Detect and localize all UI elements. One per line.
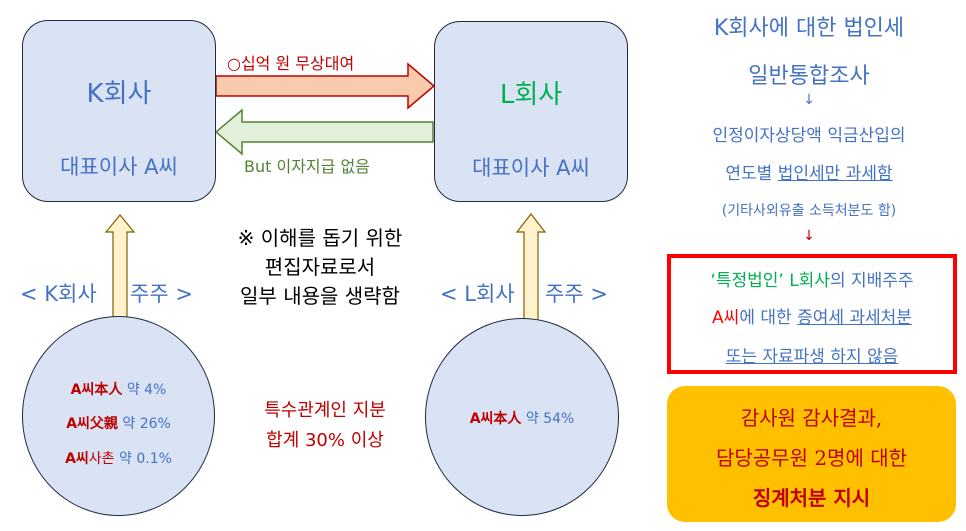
no-gift-tax-box: ‘특정법인’ L회사의 지배주주 A씨에 대한 증여세 과세처분 또는 자료파생…	[667, 254, 957, 374]
shareholder-name: A씨本人	[469, 411, 522, 427]
k-company-name: K회사	[86, 79, 152, 109]
l-shareholder-label-right: 주주 >	[545, 282, 608, 306]
k-company-box: K회사 대표이사 A씨	[22, 20, 216, 202]
k-shareholder-row: A씨本人 약 4%	[23, 379, 214, 399]
l-shareholder-arrow	[515, 213, 547, 321]
edit-note: ※ 이해를 돕기 위한 편집자료로서 일부 내용을 생략함	[205, 224, 435, 311]
orange-line-2: 담당공무원 2명에 대한	[715, 446, 908, 470]
note-line-1: ※ 이해를 돕기 위한	[237, 226, 403, 250]
k-shareholder-arrow	[104, 214, 136, 319]
note-line-3: 일부 내용을 생략함	[240, 284, 400, 308]
audit-arrow-1: ↓	[803, 92, 815, 108]
interest-arrow	[214, 108, 434, 156]
orange-line-3: 징계처분 지시	[752, 486, 871, 510]
k-shareholder-row: A씨父親 약 26%	[23, 413, 214, 433]
shareholder-share: 약 4%	[126, 382, 167, 398]
interest-label: But 이자지급 없음	[244, 157, 370, 176]
k-shareholder-row: A씨사촌 약 0.1%	[23, 448, 214, 468]
l-company-ceo: 대표이사 A씨	[472, 156, 590, 180]
note-line-2: 편집자료로서	[264, 255, 376, 279]
audit-result-2-prefix: 연도별	[725, 164, 778, 184]
audit-title-1: K회사에 대한 법인세	[713, 16, 905, 41]
k-shareholders-circle: A씨本人 약 4% A씨父親 약 26% A씨사촌 약 0.1%	[22, 316, 215, 516]
shareholder-share: 약 0.1%	[119, 451, 172, 467]
l-company-box: L회사 대표이사 A씨	[434, 21, 628, 202]
redbox-gift-tax: 증여세 과세처분	[797, 308, 912, 328]
k-company-ceo: 대표이사 A씨	[60, 155, 178, 179]
redbox-l-company: L회사	[789, 271, 830, 291]
redbox-line-3: 또는 자료파생 하지 않음	[725, 347, 899, 367]
shareholder-name: A씨사촌	[65, 451, 115, 467]
redbox-a: A씨	[712, 308, 740, 328]
audit-result-3: (기타사외유출 소득처분도 함)	[721, 203, 897, 219]
audit-result-1: 인정이자상당액 익금산입의	[712, 126, 906, 146]
special-relation-line-2: 합계 30% 이상	[266, 430, 384, 451]
loan-label: ○십억 원 무상대여	[227, 54, 355, 73]
shareholder-name: A씨父親	[66, 416, 118, 432]
loan-arrow	[215, 62, 436, 110]
shareholder-share: 약 54%	[525, 411, 575, 427]
special-relation-note: 특수관계인 지분 합계 30% 이상	[230, 396, 420, 456]
orange-line-1: 감사원 감사결과,	[740, 406, 883, 430]
special-relation-line-1: 특수관계인 지분	[264, 400, 386, 421]
redbox-line-2: A씨에 대한 증여세 과세처분	[671, 303, 953, 328]
audit-arrow-2: ↓	[803, 228, 815, 244]
audit-result-2: 연도별 법인세만 과세함	[652, 159, 966, 184]
k-shareholder-label-right: 주주 >	[130, 282, 193, 306]
k-shareholder-label-left: < K회사	[20, 282, 97, 306]
shareholder-share: 약 26%	[122, 416, 171, 432]
l-shareholders-circle: A씨本人 약 54%	[425, 318, 619, 516]
redbox-line-1: ‘특정법인’ L회사의 지배주주	[671, 266, 953, 291]
shareholder-name: A씨本人	[70, 382, 123, 398]
redbox-controlling: 의 지배주주	[829, 271, 914, 291]
l-company-name: L회사	[499, 80, 563, 110]
l-shareholder-label-left: < L회사	[440, 282, 515, 306]
l-shareholder-row: A씨本人 약 54%	[426, 408, 618, 428]
redbox-about: 에 대한	[739, 308, 798, 328]
audit-title-2: 일반통합조사	[748, 64, 870, 89]
audit-result-box: 감사원 감사결과, 담당공무원 2명에 대한 징계처분 지시	[667, 386, 956, 522]
audit-result-2-underlined: 법인세만 과세함	[777, 164, 893, 184]
redbox-specific-corp: ‘특정법인’	[710, 271, 790, 291]
